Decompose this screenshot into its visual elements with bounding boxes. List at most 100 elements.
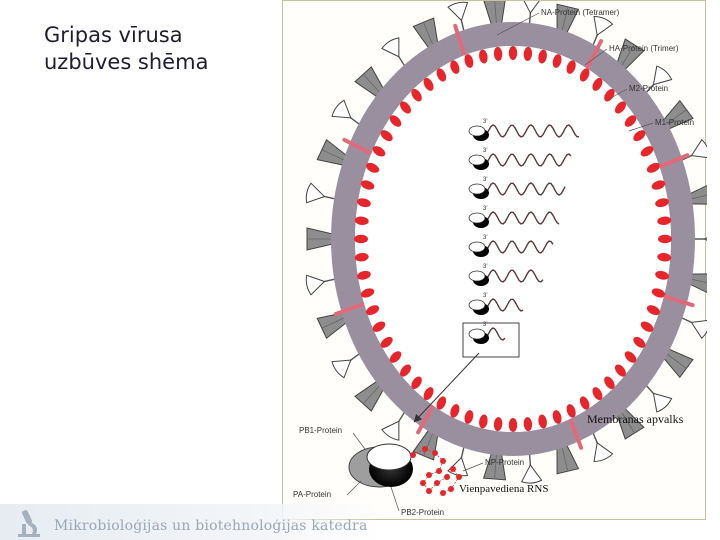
np-bead	[440, 490, 446, 496]
label-rna: Vienpavediena RNS	[459, 483, 548, 495]
m1-bead	[579, 396, 590, 410]
rna-helix	[478, 182, 566, 196]
m1-bead	[655, 270, 669, 280]
np-bead	[448, 486, 454, 492]
segment-3prime-label: 3'	[483, 264, 487, 270]
virus-diagram-svg: 3'3'3'3'3'3'3'3' NA-Protein (Tetramer) H…	[293, 1, 707, 517]
m1-bead	[640, 146, 654, 157]
m1-bead	[372, 146, 386, 157]
m1-bead	[651, 288, 666, 298]
m1-bead	[464, 410, 474, 424]
m1-bead	[640, 321, 654, 332]
m1-bead	[592, 77, 603, 91]
m1-bead	[604, 376, 615, 390]
microscope-icon	[18, 510, 40, 537]
m1-bead	[423, 387, 434, 401]
m1-bead	[651, 180, 666, 190]
m1-bead	[658, 234, 672, 244]
m1-protein-layer	[354, 46, 672, 432]
footer-fade	[0, 504, 380, 540]
m1-bead	[357, 198, 371, 208]
m1-bead	[389, 115, 402, 127]
influenza-virus-diagram: 3'3'3'3'3'3'3'3' NA-Protein (Tetramer) H…	[282, 0, 707, 520]
m1-bead	[538, 49, 547, 64]
segment-3prime-label: 3'	[483, 322, 487, 328]
label-ha-protein: HA-Protein (Trimer)	[609, 44, 679, 53]
np-bead	[410, 452, 416, 458]
segment-3prime-label: 3'	[483, 206, 487, 212]
m1-bead	[479, 414, 488, 429]
m1-bead	[436, 68, 447, 82]
rna-helix	[478, 240, 554, 254]
np-bead	[422, 446, 428, 452]
m1-bead	[604, 88, 615, 102]
lipid-envelope	[331, 22, 695, 456]
m1-bead	[646, 162, 660, 173]
virus-interior	[355, 46, 671, 432]
m1-bead	[400, 101, 412, 114]
np-bead	[426, 472, 432, 478]
m1-bead	[380, 336, 393, 348]
m1-bead	[411, 88, 422, 102]
m1-bead	[633, 336, 646, 348]
m1-bead	[657, 252, 672, 262]
segment-3prime-label: 3'	[483, 177, 487, 183]
m2-channel	[416, 405, 435, 435]
m1-bead	[479, 49, 488, 64]
np-bead	[456, 474, 462, 480]
m2-channel	[585, 39, 604, 69]
m1-bead	[360, 180, 375, 190]
m1-bead	[357, 270, 371, 280]
pb1-protein-shape	[366, 443, 412, 471]
rna-helix	[478, 211, 560, 225]
rna-helix	[478, 153, 572, 167]
m1-bead	[633, 130, 646, 142]
m2-channel	[659, 153, 690, 169]
m1-bead	[624, 115, 637, 127]
m1-bead	[508, 46, 518, 60]
m1-bead	[614, 364, 626, 377]
m1-bead	[566, 404, 576, 418]
m1-bead	[614, 101, 626, 114]
m1-bead	[464, 54, 474, 68]
m1-bead	[354, 216, 369, 226]
m1-bead	[646, 305, 660, 316]
m1-bead	[552, 410, 562, 424]
label-membrane: Membranas apvalks	[587, 412, 684, 426]
slide-title: Gripas vīrusa uzbūves shēma	[44, 23, 209, 74]
m1-bead	[624, 351, 637, 363]
np-bead-chain	[410, 446, 462, 496]
label-pb1-protein: PB1-Protein	[299, 426, 342, 435]
rna-helix	[478, 269, 544, 283]
m1-bead	[566, 60, 576, 74]
m1-bead	[366, 162, 380, 173]
m1-bead	[372, 321, 386, 332]
m1-bead	[354, 234, 368, 244]
polymerase-light	[468, 154, 486, 166]
np-bead	[444, 474, 450, 480]
label-pb2-protein: PB2-Protein	[401, 508, 444, 517]
footer-department: Mikrobioloģijas un biotehnoloģijas kated…	[54, 518, 368, 534]
m1-bead	[538, 414, 547, 429]
m1-bead	[389, 351, 402, 363]
rna-segments: 3'3'3'3'3'3'3'3'	[468, 119, 580, 344]
m1-bead	[655, 198, 669, 208]
label-m2-protein: M2-Protein	[629, 84, 668, 93]
polymerase-light	[468, 270, 486, 282]
footer-bar: Mikrobioloģijas un biotehnoloģijas kated…	[0, 504, 720, 540]
m1-bead	[493, 46, 503, 61]
segment-3prime-label: 3'	[483, 119, 487, 125]
np-bead	[426, 488, 432, 494]
np-bead	[432, 450, 438, 456]
np-bead	[436, 468, 442, 474]
label-pa-protein: PA-Protein	[293, 490, 331, 499]
m1-bead	[552, 54, 562, 68]
m1-bead	[411, 376, 422, 390]
highlight-segment-box	[462, 322, 520, 358]
np-bead	[420, 480, 426, 486]
m2-protein-channels	[333, 23, 695, 450]
np-bead	[440, 458, 446, 464]
m1-bead	[354, 252, 369, 262]
rnp-complex	[348, 443, 462, 496]
m1-bead	[436, 396, 447, 410]
